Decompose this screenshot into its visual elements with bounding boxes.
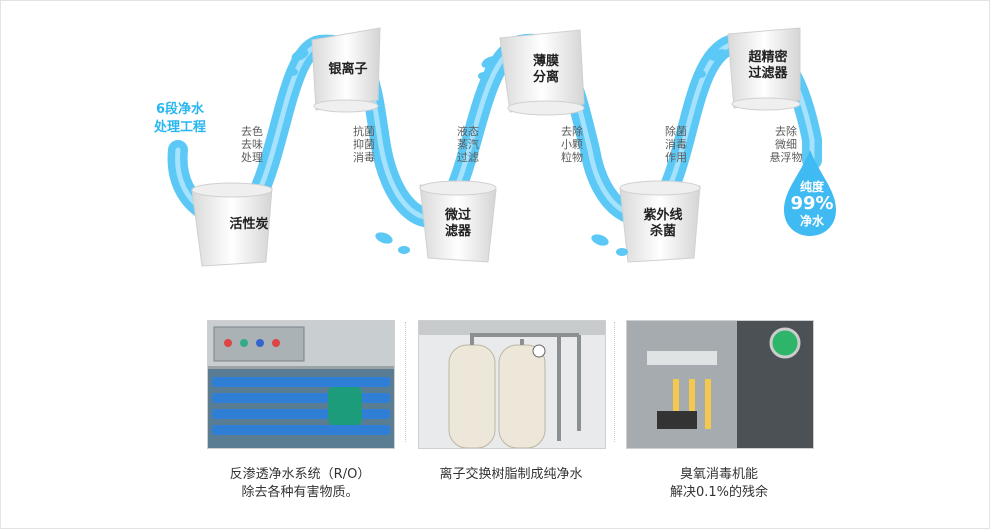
stage-cup-2 [311,27,381,113]
note-6: 去除微细悬浮物 [769,125,803,164]
photo-divider-2 [614,322,616,442]
stage-label-5: 紫外线 杀菌 [643,208,683,239]
stage-label-6: 超精密 过滤器 [748,50,788,81]
purity-drop [784,150,836,236]
note-3: 液态蒸汽过滤 [457,125,479,164]
photo-divider-1 [405,322,407,442]
note-2: 抗菌抑菌消毒 [353,125,375,164]
caption-ion: 离子交换树脂制成纯净水 [439,467,583,482]
note-4: 去除小颗粒物 [561,125,583,164]
note-5: 除菌消毒作用 [665,125,687,164]
stage-label-1: 活性炭 [229,217,269,232]
note-1: 去色去味处理 [241,125,263,164]
stage-label-2: 银离子 [328,62,368,77]
intro-title: 6段净水 处理工程 [140,101,220,137]
stage-cup-6 [727,27,801,111]
intro-line-2: 处理工程 [153,120,206,135]
stage-label-4: 薄膜 分离 [532,54,559,85]
water-splash-drops [286,49,727,256]
stage-cup-5 [619,180,701,263]
stage-label-3: 微过 滤器 [444,208,471,239]
purity-badge: 纯度 99% 净水 [790,180,834,228]
photo-ro-system [207,320,395,449]
caption-ozone: 臭氧消毒机能 解决0.1%的残余 [669,467,769,500]
caption-ro: 反渗透净水系统（R/O） 除去各种有害物质。 [229,467,371,500]
photo-ion-exchange [418,320,606,449]
photo-ozone [626,320,814,449]
intro-line-1: 6段净水 [155,102,205,117]
water-flow-diagram [167,27,836,267]
stage-cup-1 [191,182,273,267]
stage-cup-3 [419,180,497,263]
stage-cup-4 [499,29,585,116]
